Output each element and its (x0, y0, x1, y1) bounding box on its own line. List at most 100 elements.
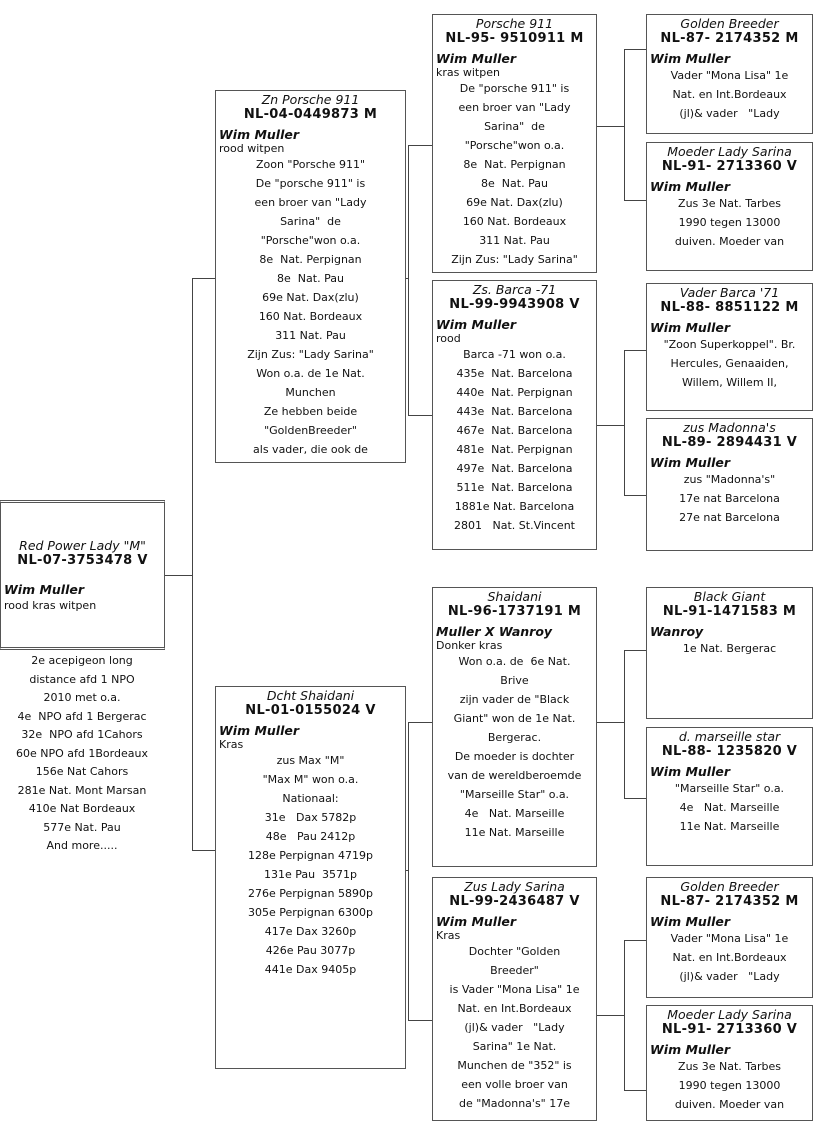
result-line: 1881e Nat. Barcelona (454, 500, 575, 513)
pigeon-name: Zs. Barca -71 (472, 282, 557, 297)
result-line: 48e Pau 2412p (265, 830, 356, 843)
result-line: 8e Nat. Perpignan (463, 158, 566, 171)
connector-line (408, 415, 432, 416)
result-line: 410e Nat Bordeaux (28, 802, 136, 815)
connector-line (408, 145, 409, 415)
pigeon-name: d. marseille star (678, 729, 781, 744)
ring-number: NL-04-0449873 M (243, 107, 378, 122)
result-line: 443e Nat. Barcelona (456, 405, 573, 418)
result-line: duiven. Moeder van (674, 1098, 785, 1111)
result-line: Nat. en Int.Bordeaux (672, 88, 787, 101)
result-line: Brive (500, 674, 529, 687)
connector-line (596, 126, 624, 127)
owner: Wim Muller (436, 317, 516, 332)
result-line: 481e Nat. Perpignan (456, 443, 573, 456)
result-line: 577e Nat. Pau (43, 820, 121, 834)
results-list: 1e Nat. Bergerac (650, 639, 809, 658)
pigeon-name: Golden Breeder (680, 16, 779, 31)
result-line: 305e Perpignan 6300p (248, 906, 373, 919)
result-line: 32e NPO afd 1Cahors (21, 728, 143, 741)
connector-line (624, 940, 646, 941)
result-line: (jl)& vader "Lady (679, 107, 780, 120)
connector-line (192, 278, 215, 279)
owner: Muller X Wanroy (436, 624, 553, 639)
connector-line (192, 278, 193, 850)
ring-number: NL-07-3753478 V (17, 553, 148, 568)
results-list: zus Max "M""Max M" won o.a.Nationaal:31e… (219, 751, 402, 979)
results-list: Vader "Mona Lisa" 1e Nat. en Int.Bordeaux… (650, 66, 809, 123)
pigeon-name: Vader Barca '71 (679, 285, 780, 300)
ring-number: NL-87- 2174352 M (660, 31, 799, 46)
ring-number: NL-88- 1235820 V (661, 744, 798, 759)
connector-line (405, 278, 408, 279)
result-line: Zijn Zus: "Lady Sarina" (451, 253, 578, 266)
owner: Wim Muller (650, 455, 730, 470)
connector-line (624, 49, 646, 50)
connector-line (624, 940, 625, 1090)
owner: Wim Muller (650, 914, 730, 929)
result-line: Zoon "Porsche 911" (255, 158, 366, 171)
owner: Wim Muller (650, 320, 730, 335)
result-line: 440e Nat. Perpignan (456, 386, 573, 399)
pigeon-name: Zus Lady Sarina (464, 879, 565, 894)
result-line: zus Max "M" (276, 754, 345, 767)
result-line: 2801 Nat. St.Vincent (454, 519, 575, 532)
results-list: "Zoon Superkoppel". Br.Hercules, Genaaid… (650, 335, 809, 392)
result-line: 311 Nat. Pau (275, 329, 346, 342)
result-line: 11e Nat. Marseille (464, 826, 565, 839)
result-line: Won o.a. de 6e Nat. (458, 655, 571, 668)
result-line: "GoldenBreeder" (264, 424, 357, 437)
ring-number: NL-95- 9510911 M (445, 31, 584, 46)
connector-line (624, 49, 625, 200)
ring-number: NL-99-9943908 V (449, 297, 580, 312)
result-line: 160 Nat. Bordeaux (258, 310, 363, 323)
connector-line (164, 575, 192, 576)
color: rood kras witpen (4, 599, 97, 612)
result-line: 311 Nat. Pau (479, 234, 550, 247)
result-line: Zijn Zus: "Lady Sarina" (247, 348, 374, 361)
result-line: De "porsche 911" is (255, 177, 366, 190)
result-line: Willem, Willem II, (681, 376, 778, 389)
color: rood (436, 332, 461, 345)
owner: Wim Muller (650, 179, 730, 194)
result-line: 131e Pau 3571p (263, 868, 358, 881)
result-line: 511e Nat. Barcelona (456, 481, 573, 494)
result-line: 281e Nat. Mont Marsan (17, 783, 147, 797)
result-line: Bergerac. (487, 731, 542, 744)
pigeon-name: Zn Porsche 911 (261, 92, 360, 107)
result-line: "Max M" won o.a. (262, 773, 359, 786)
result-line: een broer van "Lady (458, 101, 571, 114)
result-line: 8e Nat. Pau (277, 272, 344, 285)
result-line: 4e NPO afd 1 Bergerac (17, 709, 147, 723)
ring-number: NL-91- 2713360 V (661, 159, 798, 174)
result-line: zus "Madonna's" (683, 473, 776, 486)
result-line: Vader "Mona Lisa" 1e (670, 69, 789, 82)
result-line: 11e Nat. Marseille (679, 820, 780, 833)
result-line: duiven. Moeder van (674, 235, 785, 248)
ring-number: NL-96-1737191 M (447, 604, 582, 619)
owner: Wim Muller (4, 582, 84, 597)
color: Kras (219, 738, 244, 751)
result-line: 69e Nat. Dax(zlu) (466, 196, 563, 209)
pigeon-name: Dcht Shaidani (266, 688, 355, 703)
result-line: 1990 tegen 13000 (678, 216, 781, 229)
pigeon-name: Red Power Lady "M" (19, 538, 146, 553)
connector-line (624, 495, 646, 496)
